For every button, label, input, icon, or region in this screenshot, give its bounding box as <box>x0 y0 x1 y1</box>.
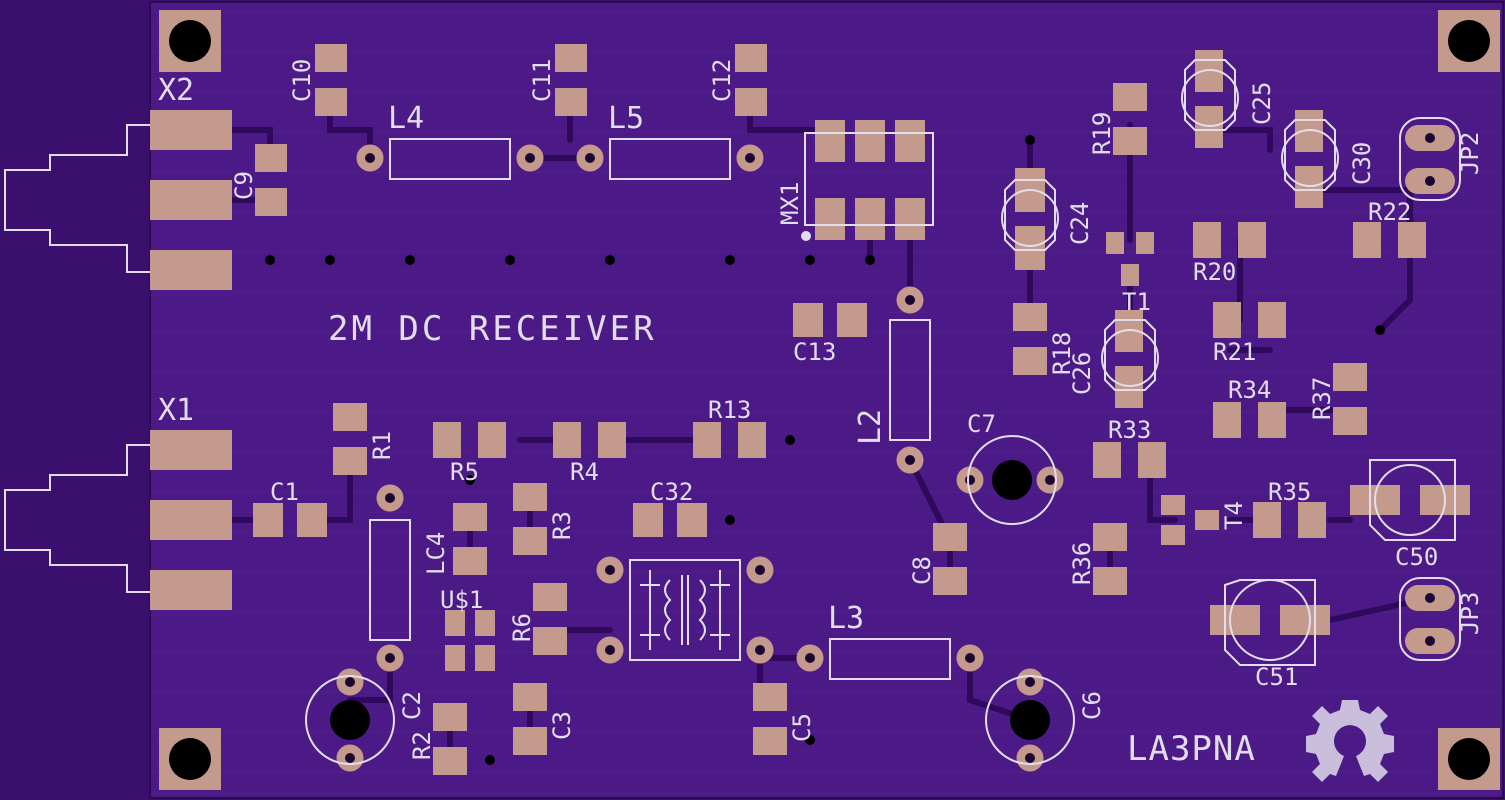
label-x2: X2 <box>158 73 194 108</box>
label-c9: C9 <box>230 171 258 200</box>
author-label: LA3PNA <box>1127 729 1256 769</box>
label-r4: R4 <box>570 458 599 486</box>
label-lc4: LC4 <box>422 532 450 575</box>
label-c1: C1 <box>270 478 299 506</box>
silkscreen-outlines <box>305 59 1461 765</box>
label-c51: C51 <box>1255 663 1298 691</box>
label-c13: C13 <box>793 338 836 366</box>
label-l5: L5 <box>608 101 644 136</box>
mounting-holes <box>159 10 1500 790</box>
board-title: 2M DC RECEIVER <box>328 309 657 349</box>
label-c32: C32 <box>650 478 693 506</box>
label-r3: R3 <box>548 511 576 540</box>
silkscreen-text: 2M DC RECEIVER LA3PNA X2 X1 L4 L5 L3 C7 … <box>158 59 1484 769</box>
label-jp2: JP2 <box>1456 132 1484 175</box>
label-c12: C12 <box>708 59 736 102</box>
label-r6: R6 <box>508 613 536 642</box>
label-r37: R37 <box>1308 377 1336 420</box>
open-hardware-gear-icon <box>1306 700 1394 782</box>
label-r20: R20 <box>1193 258 1236 286</box>
label-t4: T4 <box>1220 501 1248 530</box>
label-r34: R34 <box>1228 376 1271 404</box>
label-r19: R19 <box>1088 112 1116 155</box>
label-r13: R13 <box>708 396 751 424</box>
label-c25: C25 <box>1248 82 1276 125</box>
connector-x1-outline <box>4 444 150 593</box>
label-jp3: JP3 <box>1456 592 1484 635</box>
mx1-pin1-marker <box>801 231 811 241</box>
label-r22: R22 <box>1368 198 1411 226</box>
label-r18: R18 <box>1048 332 1076 375</box>
label-c26: C26 <box>1068 352 1096 395</box>
label-l3: L3 <box>828 601 864 636</box>
label-l4: L4 <box>388 101 424 136</box>
label-r5: R5 <box>450 458 479 486</box>
large-drill-holes <box>330 460 1050 740</box>
label-c5: C5 <box>788 713 816 742</box>
label-r2: R2 <box>408 731 436 760</box>
label-c6: C6 <box>1078 691 1106 720</box>
label-c7: C7 <box>967 410 996 438</box>
label-mx1: MX1 <box>776 182 804 225</box>
label-c10: C10 <box>288 59 316 102</box>
label-c2: C2 <box>398 691 426 720</box>
label-l2: L2 <box>853 409 888 445</box>
label-r1: R1 <box>368 431 396 460</box>
label-c50: C50 <box>1395 543 1438 571</box>
label-c8: C8 <box>908 556 936 585</box>
label-c3: C3 <box>548 711 576 740</box>
label-r21: R21 <box>1213 338 1256 366</box>
label-r35: R35 <box>1268 478 1311 506</box>
label-c30: C30 <box>1348 142 1376 185</box>
label-r36: R36 <box>1068 542 1096 585</box>
label-x1: X1 <box>158 393 194 428</box>
vias <box>265 135 1385 765</box>
label-t1: T1 <box>1122 288 1151 316</box>
label-r33: R33 <box>1108 416 1151 444</box>
label-u1: U$1 <box>440 586 483 614</box>
connector-x2-outline <box>4 124 150 273</box>
label-c11: C11 <box>528 59 556 102</box>
label-c24: C24 <box>1066 202 1094 245</box>
